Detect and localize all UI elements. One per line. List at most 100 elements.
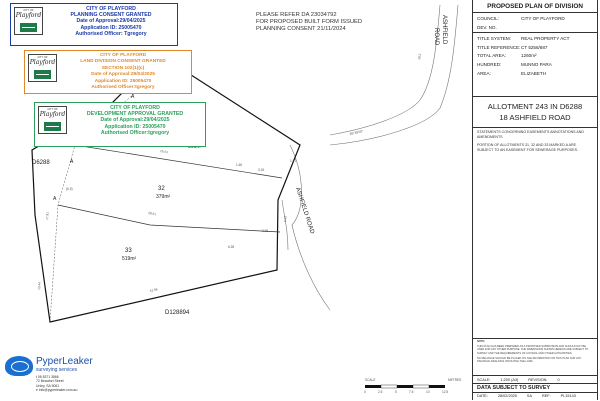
scale-tick: 0 xyxy=(364,390,366,394)
city-logo: CITY OF Playford xyxy=(14,7,43,35)
surveyor-block: PyperLeaker surveying services t 08 8371… xyxy=(3,356,115,398)
stamp-line: SECTION 102(1)(c) xyxy=(101,65,145,71)
stamp-line: CITY OF PLAYFORD xyxy=(110,105,160,111)
stamp-line: DEVELOPMENT APPROVAL GRANTED xyxy=(86,111,184,118)
logo-city-of: CITY OF xyxy=(47,108,58,111)
lot-33-number: 33 xyxy=(125,248,132,254)
title-row: TITLE SYSTEM:REAL PROPERTY ACT xyxy=(477,36,570,42)
dim-9-42: 9.42 xyxy=(283,215,288,222)
dim-angle-top: 65°35'00" xyxy=(349,129,363,136)
logo-mark-icon xyxy=(20,23,37,32)
scale-value: 1:200 (A3) xyxy=(500,378,519,382)
stamp-line: Date of Approval:29/04/2025 xyxy=(100,117,170,124)
title-row: DEV. NO. xyxy=(477,24,497,30)
note-box: NOTE: THIS PLAN HAS BEEN PREPARED AS A P… xyxy=(473,338,597,376)
title-row: AREA:ELIZABETH xyxy=(477,70,547,76)
dim-28-51: 28.51 xyxy=(148,211,157,216)
land-division-stamp: CITY OF Playford CITY OF PLAYFORD LAND D… xyxy=(24,50,192,94)
title-block: PROPOSED PLAN OF DIVISION COUNCIL:CITY O… xyxy=(472,0,598,400)
revision-value: 0 xyxy=(557,378,560,382)
survey-status: DATA SUBJECT TO SURVEY xyxy=(473,384,597,393)
stamp-line: Date of Approval:29/04/2025 xyxy=(76,18,146,25)
title-row: HUNDRED:MUNNO PARA xyxy=(477,61,552,67)
date-label: DATE: xyxy=(477,394,488,398)
logo-mark-icon xyxy=(44,122,61,131)
note-text: THIS PLAN HAS BEEN PREPARED AS A PROPOSE… xyxy=(477,345,589,355)
title-row: TOTAL AREA:1260m² xyxy=(477,53,537,59)
dim-6-28: 6.28 xyxy=(228,245,234,249)
date-value: 28/02/2025 xyxy=(497,394,517,398)
scale-label: SCALE: xyxy=(477,378,491,382)
dim-1-97: 1.97 xyxy=(290,159,296,163)
dim-6-5: (6.5) xyxy=(66,187,73,191)
logo-city-of: CITY OF xyxy=(23,9,34,12)
state-value: SA xyxy=(526,394,532,398)
lot-33-area: 519m² xyxy=(122,256,137,262)
note-heading: NOTE: xyxy=(477,340,486,343)
title-row: TITLE REFERENCE:CT 5256/687 xyxy=(477,44,548,50)
built-form-note: PLEASE REFER DA 23034792 FOR PROPOSED BU… xyxy=(256,12,362,33)
stamp-line: Authorised Officer:tgregory xyxy=(91,85,155,91)
contact-line: e info@pyperleaker.com.au xyxy=(36,388,78,393)
scale-tick: 2.5 xyxy=(378,390,383,394)
allotment-line: ALLOTMENT 243 IN D6288 xyxy=(487,102,583,112)
easement-statement: PORTION OF ALLOTMENTS 31, 32 AND 33 MARK… xyxy=(477,143,578,152)
allotment-line: 18 ASHFIELD ROAD xyxy=(499,113,571,123)
contact-line: t 08 8371 3866 xyxy=(36,375,59,379)
scale-tick: 7.5 xyxy=(409,390,414,394)
scale-tick: 5 xyxy=(395,390,397,394)
dim-25-51: 25.51 xyxy=(160,149,169,154)
road-label-upper-2: ROAD xyxy=(433,28,439,46)
statements-heading: STATEMENTS CONCERNING EASEMENTS ANNOTATI… xyxy=(477,130,584,139)
stamp-line: CITY OF PLAYFORD xyxy=(99,53,147,58)
parcel-d128894: D128894 xyxy=(165,310,190,316)
dim-3-15: 3.15 xyxy=(258,168,264,172)
lot-32-number: 32 xyxy=(158,186,165,192)
stamp-line: CITY OF PLAYFORD xyxy=(86,6,136,12)
road-label-upper-1: ASHFIELD xyxy=(441,15,447,45)
dim-2-05: 2.05 xyxy=(262,229,268,233)
title-block-heading: PROPOSED PLAN OF DIVISION xyxy=(473,0,597,13)
scale-bar-label: SCALE xyxy=(365,378,375,382)
ref-label: REF: xyxy=(542,394,551,398)
dim-17-81: 17.81 xyxy=(45,212,50,221)
logo-city-of: CITY OF xyxy=(37,56,48,59)
stamp-line: Application ID: 25005470 xyxy=(80,24,142,31)
road-upper-left-edge xyxy=(329,4,441,136)
contact-line: 72 Beaufort Street xyxy=(36,379,64,384)
dim-18-2: 18.2 xyxy=(417,53,422,60)
revision-label: REVISION: xyxy=(528,378,548,382)
scale-tick: 10 xyxy=(426,390,430,394)
title-row: COUNCIL:CITY OF PLAYFORD xyxy=(477,16,565,21)
parcel-d6288: D6288 xyxy=(32,160,50,166)
surveyor-contact: t 08 8371 3866 72 Beaufort Street Unley,… xyxy=(36,375,77,393)
stamp-line: LAND DIVISION CONSENT GRANTED xyxy=(80,59,166,65)
lot-32-area: 379m² xyxy=(156,194,171,200)
development-approval-stamp: CITY OF Playford CITY OF PLAYFORD DEVELO… xyxy=(34,102,206,147)
note-line: PLEASE REFER DA 23034792 xyxy=(256,12,337,18)
lot-31-area: 361m² xyxy=(188,144,203,150)
dim-1-60: 1.60 xyxy=(236,163,242,167)
ref-value: PL15143 xyxy=(560,394,576,398)
note-line: PLANNING CONSENT 21/11/2024 xyxy=(256,26,346,32)
logo-city-name: Playford xyxy=(39,111,66,118)
surveyor-logo-icon xyxy=(5,356,33,376)
city-logo: CITY OF Playford xyxy=(28,54,57,82)
scale-bar: SCALE 0 2.5 5 7.5 10 12.5 METRES xyxy=(364,378,461,394)
road-lower-right-edge xyxy=(289,144,331,311)
allotment-description: ALLOTMENT 243 IN D6288 18 ASHFIELD ROAD xyxy=(473,96,597,129)
lot-line-31-32 xyxy=(74,144,283,179)
stamp-line: Application ID: 25005470 xyxy=(104,123,166,130)
surveyor-tagline: surveying services xyxy=(36,367,78,373)
easement-label-a: A xyxy=(131,94,135,100)
dim-41-96: 41.96 xyxy=(149,287,158,293)
stamp-line: Authorised Officer:tgregory xyxy=(100,129,170,136)
note-text-2: NO RELIANCE SHOULD BE PLACED ON THE INFO… xyxy=(477,356,582,364)
dim-13-44: 13.44 xyxy=(37,282,42,291)
lot-line-32-33 xyxy=(57,204,281,233)
contact-line: Unley, SA 5061 xyxy=(36,383,60,388)
planning-consent-stamp: CITY OF Playford CITY OF PLAYFORD PLANNI… xyxy=(10,3,178,46)
stamp-line: Authorised Officer: Tgregory xyxy=(75,30,147,37)
stamp-line: Date of Approval:29/04/2025 xyxy=(91,72,155,78)
